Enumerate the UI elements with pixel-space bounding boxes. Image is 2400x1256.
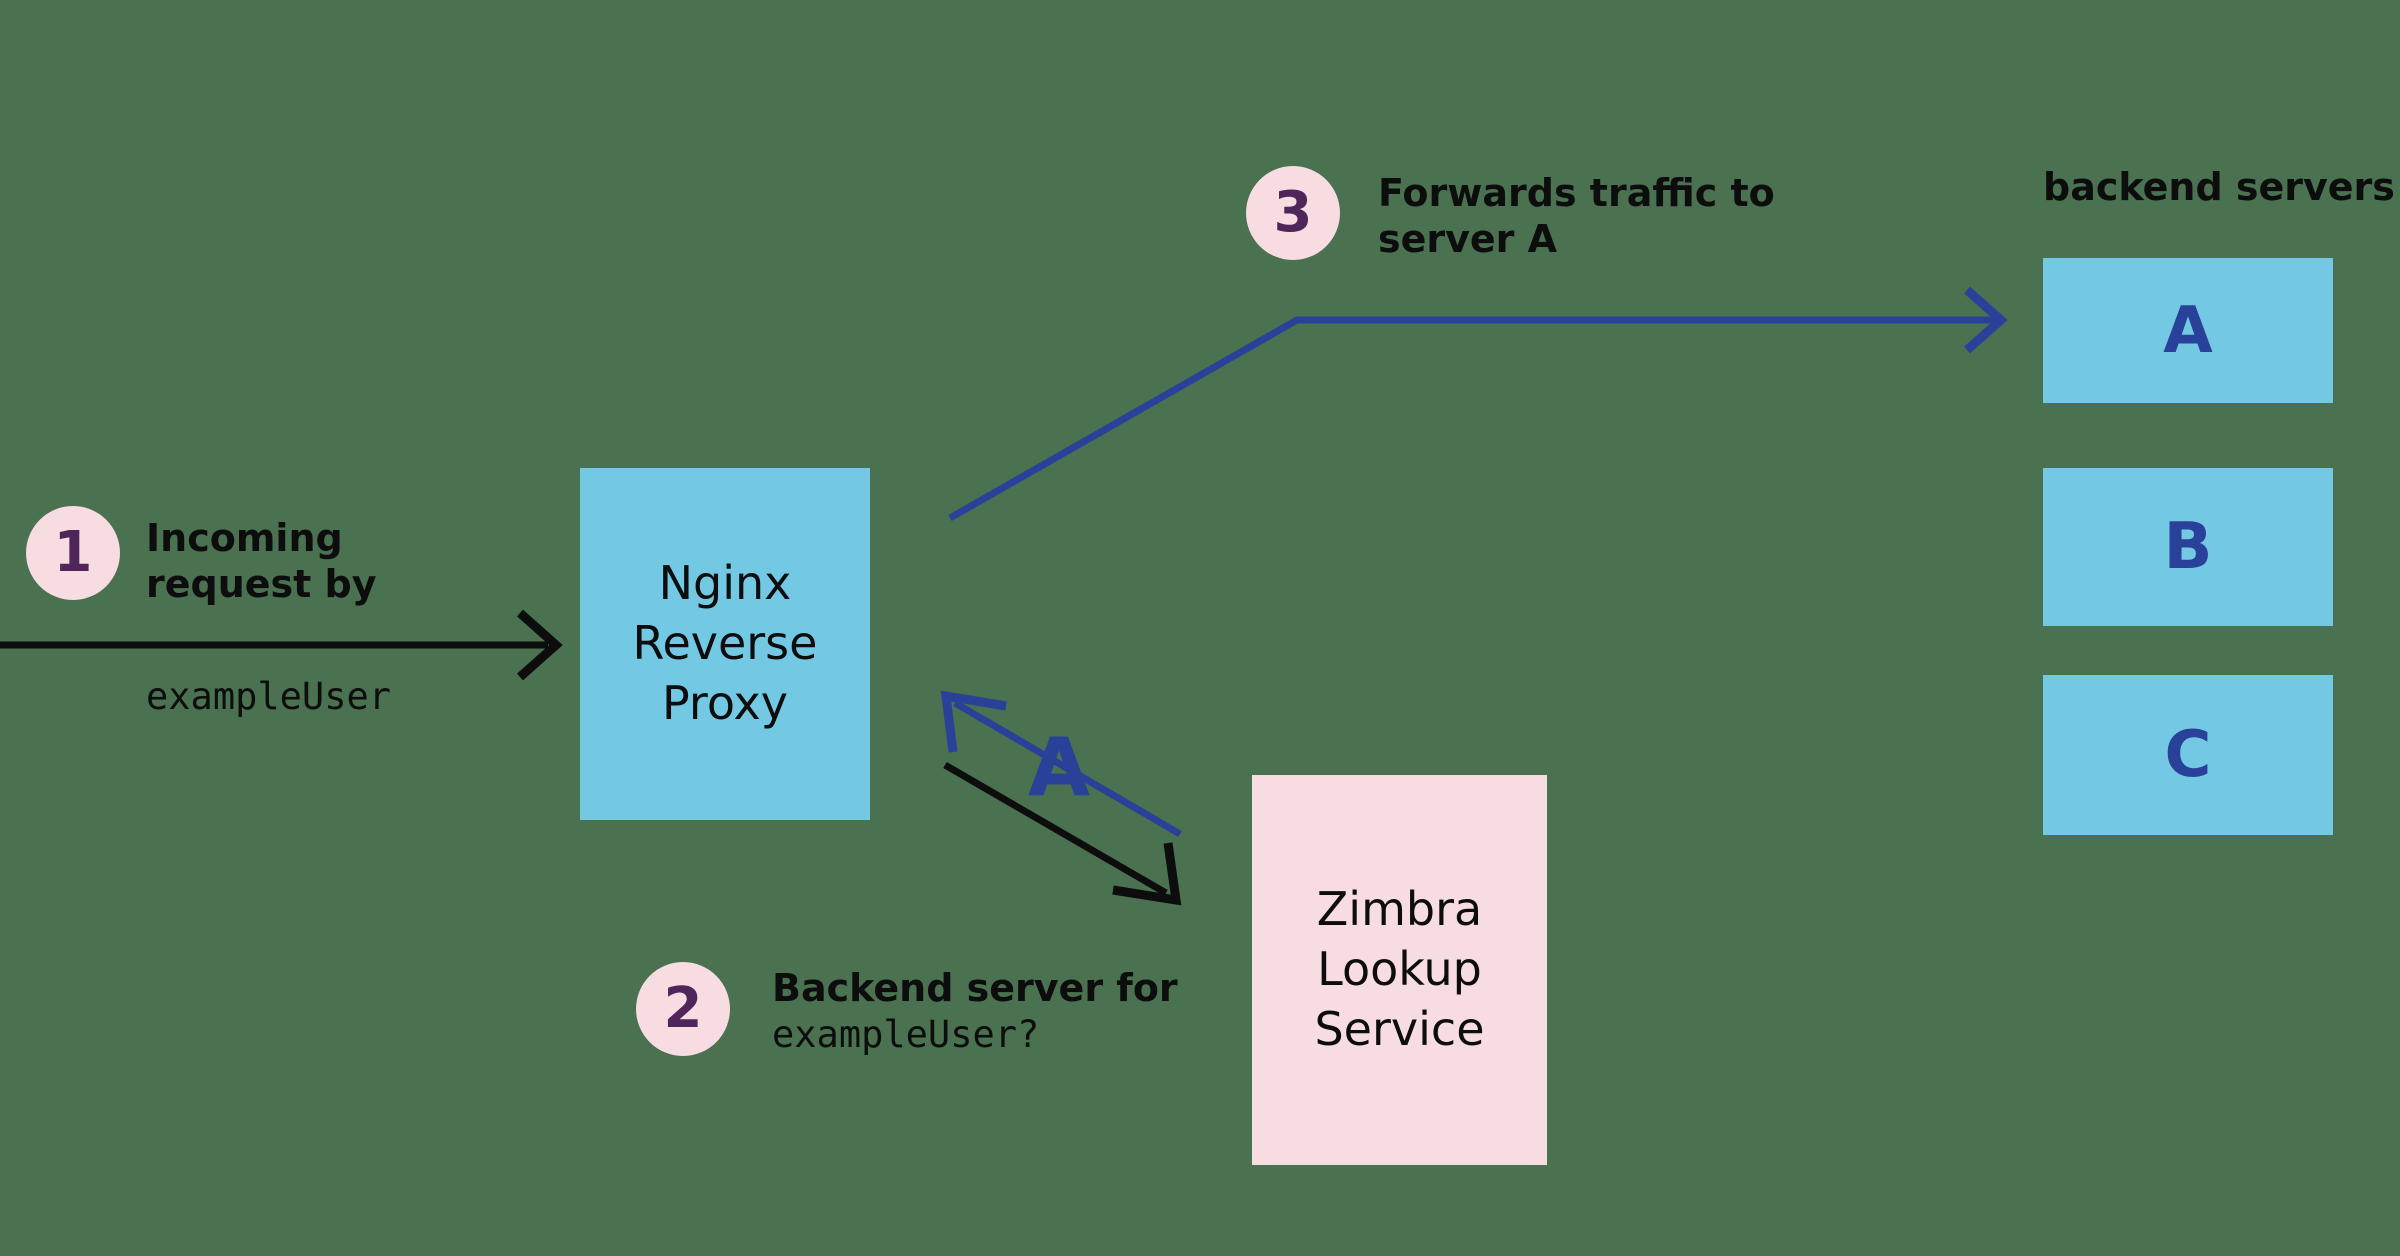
step-3-label: Forwards traffic to server A (1378, 171, 1775, 262)
step-number-1: 1 (53, 520, 93, 585)
node-nginx-reverse-proxy[interactable]: Nginx Reverse Proxy (580, 468, 870, 820)
step-1-label: Incoming request by (146, 516, 377, 607)
step-2-username-query: exampleUser? (772, 1013, 1040, 1056)
arrow-forward-to-server-a (948, 286, 2008, 522)
step-1-username: exampleUser (146, 675, 392, 718)
lookup-response-letter: A (1028, 721, 1090, 814)
step-badge-1: 1 (26, 506, 120, 600)
step-badge-2: 2 (636, 962, 730, 1056)
arrow-lookup-query (943, 761, 1182, 906)
backend-server-c[interactable]: C (2043, 675, 2333, 835)
step-number-3: 3 (1273, 180, 1313, 245)
backend-server-b-letter: B (2163, 510, 2213, 584)
backend-server-b[interactable]: B (2043, 468, 2333, 626)
backend-server-a[interactable]: A (2043, 258, 2333, 403)
node-zimbra-label: Zimbra Lookup Service (1314, 882, 1485, 1056)
arrow-lookup-response (940, 690, 1182, 838)
arrow-incoming-request (0, 609, 563, 681)
step-number-2: 2 (663, 976, 703, 1041)
step-badge-3: 3 (1246, 166, 1340, 260)
backend-server-c-letter: C (2164, 718, 2212, 792)
step-2-label: Backend server for (772, 966, 1178, 1010)
node-zimbra-lookup-service[interactable]: Zimbra Lookup Service (1252, 775, 1547, 1165)
backend-server-a-letter: A (2163, 293, 2213, 368)
node-nginx-label: Nginx Reverse Proxy (632, 556, 818, 730)
backend-servers-title: backend servers (2043, 165, 2395, 209)
